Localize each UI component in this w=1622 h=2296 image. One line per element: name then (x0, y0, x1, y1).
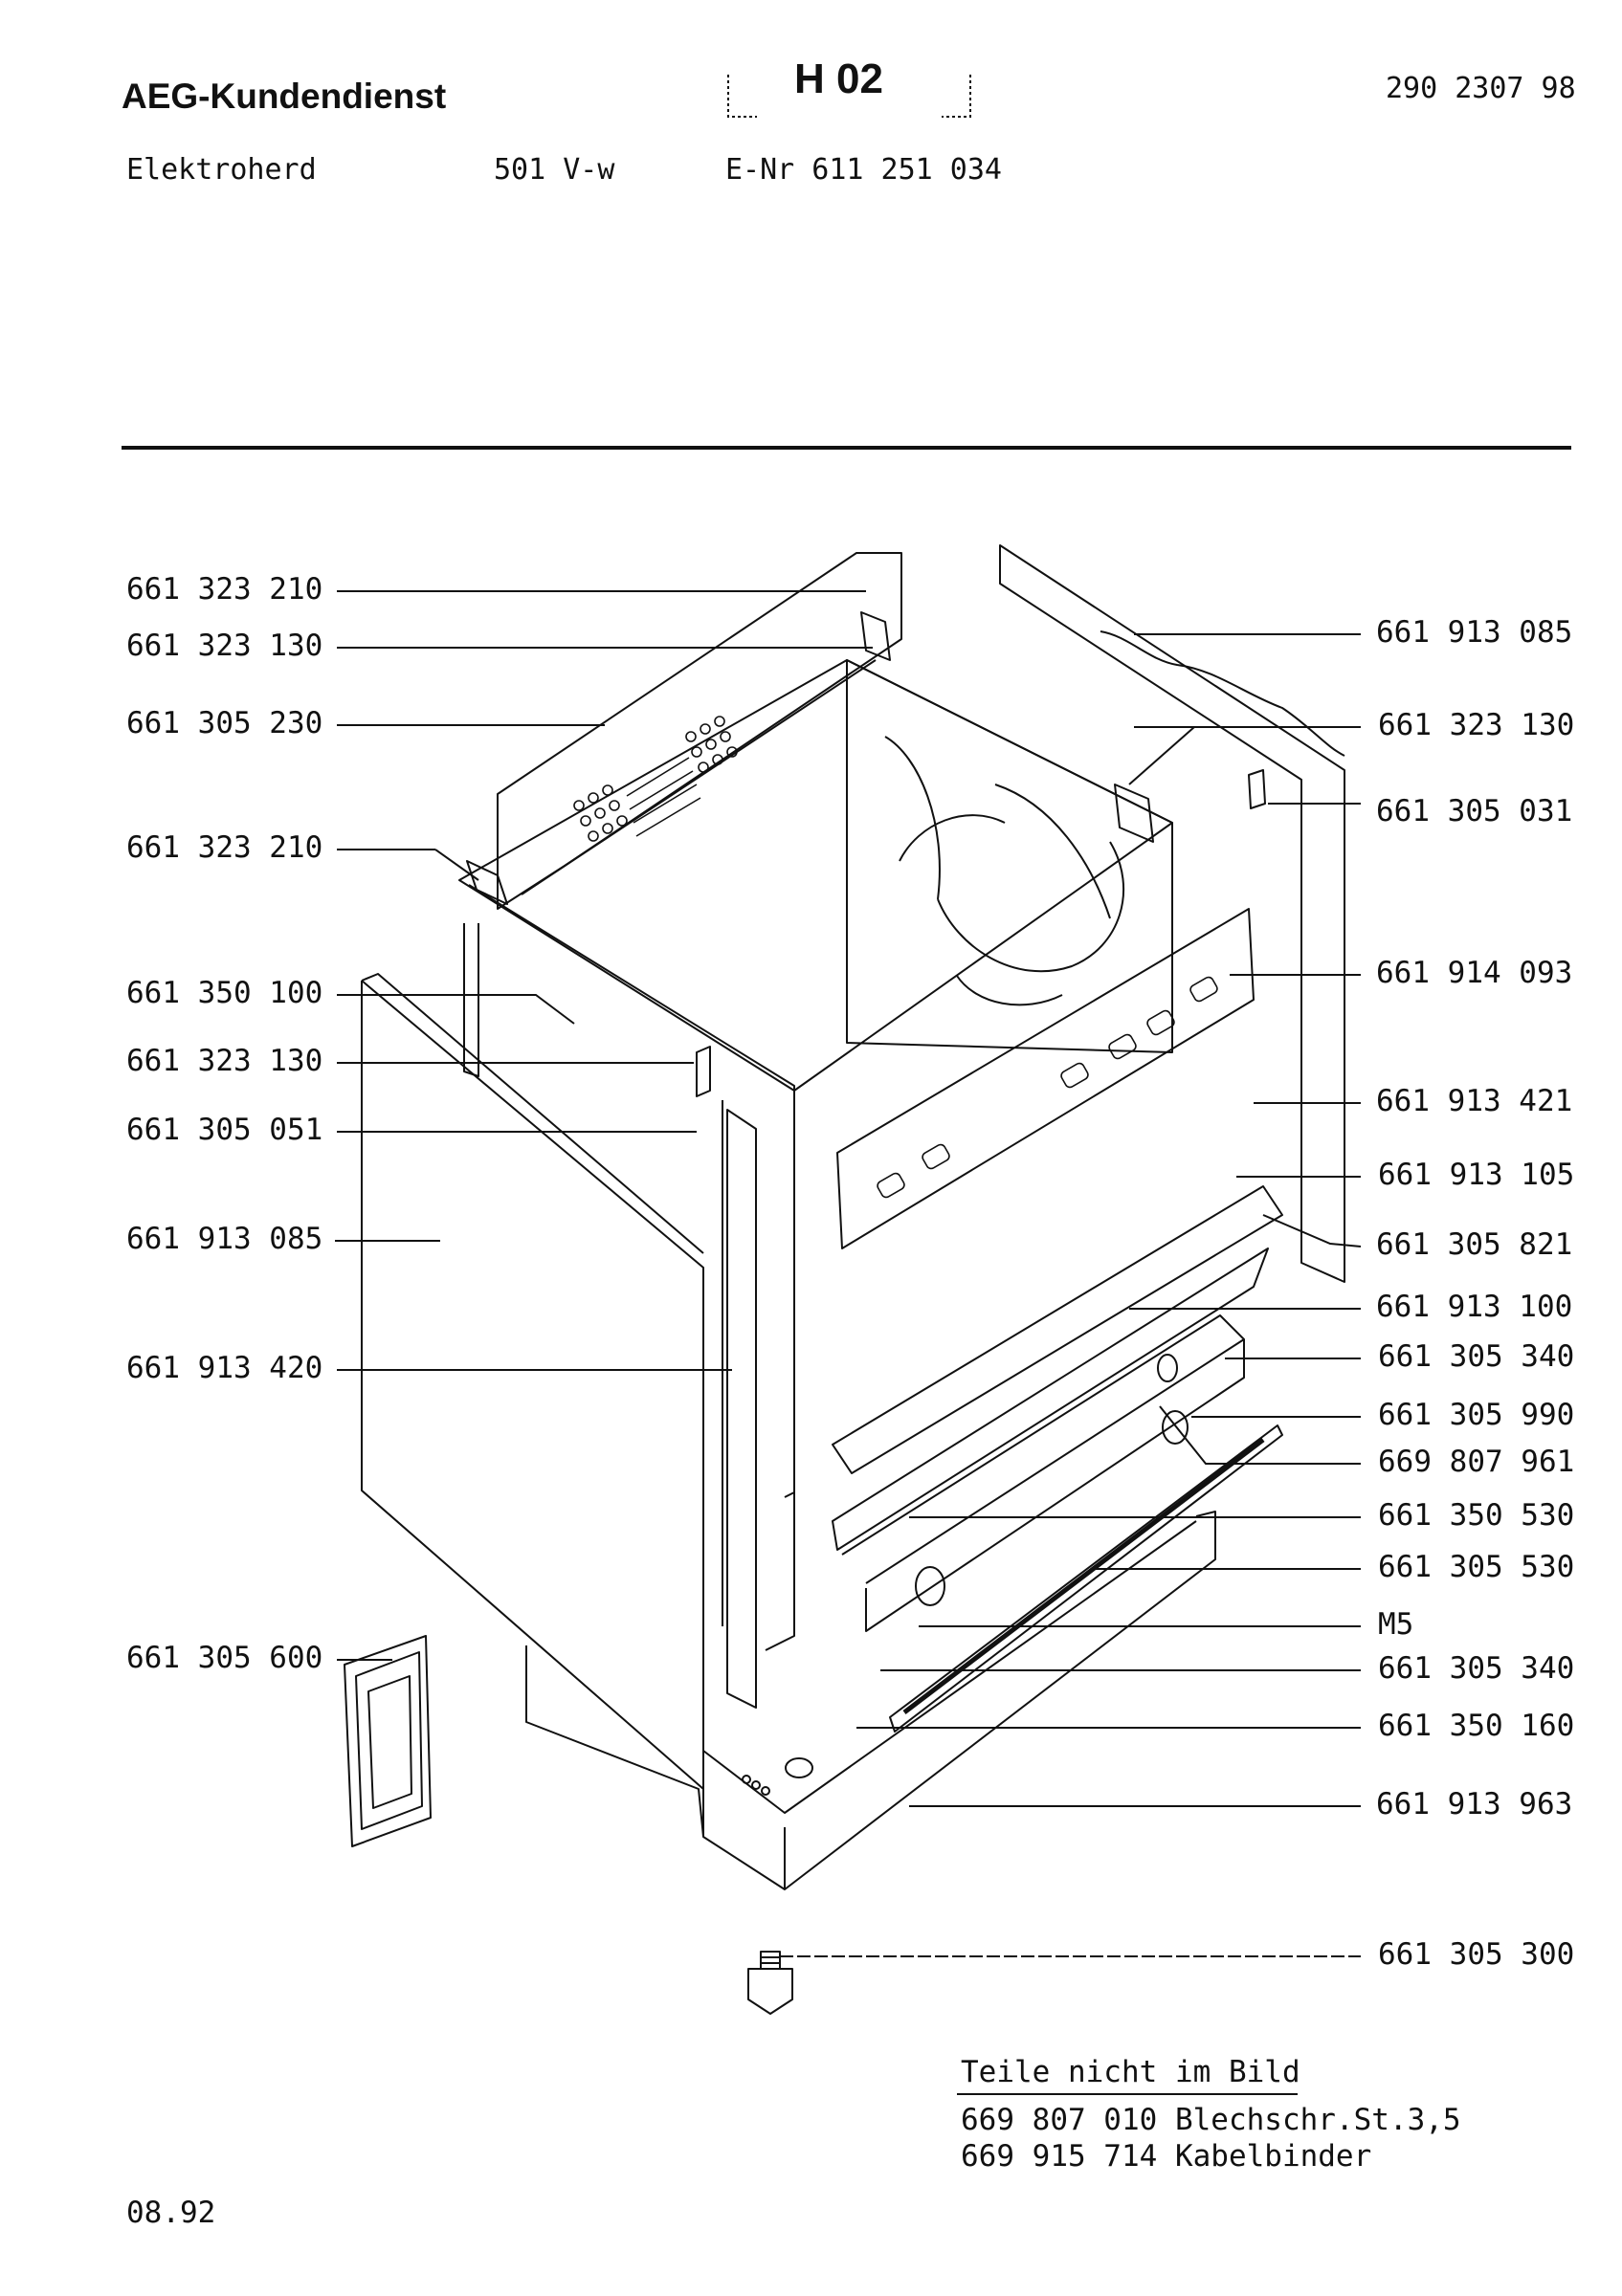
part-label: 669 807 961 (1378, 1445, 1575, 1479)
not-shown-item: 669 915 714 Kabelbinder (961, 2139, 1372, 2174)
hinge-left (466, 860, 508, 905)
part-label: 661 913 421 (1376, 1084, 1573, 1118)
part-label: 661 305 230 (126, 706, 323, 740)
document-number: 290 2307 98 (1386, 72, 1576, 105)
part-label: 661 913 963 (1376, 1787, 1573, 1821)
knob-part (915, 1566, 945, 1606)
base-plinth (525, 1511, 1216, 1890)
inspection-window-part (344, 1635, 432, 1847)
part-label: 661 914 093 (1376, 956, 1573, 990)
not-shown-item: 669 807 010 Blechschr.St.3,5 (961, 2103, 1461, 2137)
adjustable-foot (747, 1951, 793, 2015)
header-divider (122, 446, 1571, 450)
page-code-bracket-left (727, 75, 757, 118)
part-label: 661 305 821 (1376, 1227, 1573, 1262)
part-label: 661 305 031 (1376, 794, 1573, 828)
part-label: 661 913 085 (126, 1222, 323, 1256)
right-side-panel (999, 544, 1345, 1283)
part-label: 661 305 340 (1378, 1651, 1575, 1686)
part-label: 661 350 530 (1378, 1498, 1575, 1533)
left-side-panel (361, 980, 704, 1790)
brand-title: AEG-Kundendienst (122, 77, 447, 116)
part-label: 661 913 085 (1376, 615, 1573, 650)
oven-frame-top (458, 659, 1173, 1092)
part-label: 661 350 100 (126, 976, 323, 1010)
part-label: 661 305 600 (126, 1641, 323, 1675)
part-label: 661 323 210 (126, 572, 323, 607)
footer-date: 08.92 (126, 2196, 216, 2230)
page-code: H 02 (794, 55, 883, 102)
model-number: 501 V-w (494, 153, 615, 187)
inner-rail-upper (832, 1185, 1283, 1474)
part-label: 661 305 300 (1378, 1937, 1575, 1972)
hinge-top-right (1114, 784, 1154, 843)
part-label: 661 305 051 (126, 1113, 323, 1147)
part-label: 661 305 530 (1378, 1550, 1575, 1584)
part-label: 661 913 100 (1376, 1290, 1573, 1324)
not-shown-underline (957, 2093, 1298, 2095)
control-panel (836, 908, 1255, 1249)
part-label: 661 323 130 (126, 629, 323, 663)
part-label: M5 (1378, 1607, 1414, 1642)
inner-rail-lower (832, 1247, 1269, 1551)
part-label: 661 323 130 (1378, 708, 1575, 742)
part-label: 661 305 340 (1378, 1339, 1575, 1374)
part-label: 661 350 160 (1378, 1709, 1575, 1743)
leader-lines (335, 590, 1362, 1957)
page-code-bracket-right (942, 75, 971, 118)
side-rail (726, 1109, 757, 1709)
part-label: 661 913 105 (1378, 1158, 1575, 1192)
product-type: Elektroherd (126, 153, 317, 187)
top-panel (497, 552, 902, 910)
hinge-top-left (860, 611, 891, 661)
vent-holes (573, 716, 738, 842)
not-shown-heading: Teile nicht im Bild (961, 2055, 1300, 2089)
control-knob-symbols (877, 976, 1218, 1199)
e-number: E-Nr 611 251 034 (725, 153, 1002, 187)
part-label: 661 323 210 (126, 830, 323, 865)
part-label: 661 323 130 (126, 1044, 323, 1078)
part-label: 661 305 990 (1378, 1398, 1575, 1432)
part-label: 661 913 420 (126, 1351, 323, 1385)
